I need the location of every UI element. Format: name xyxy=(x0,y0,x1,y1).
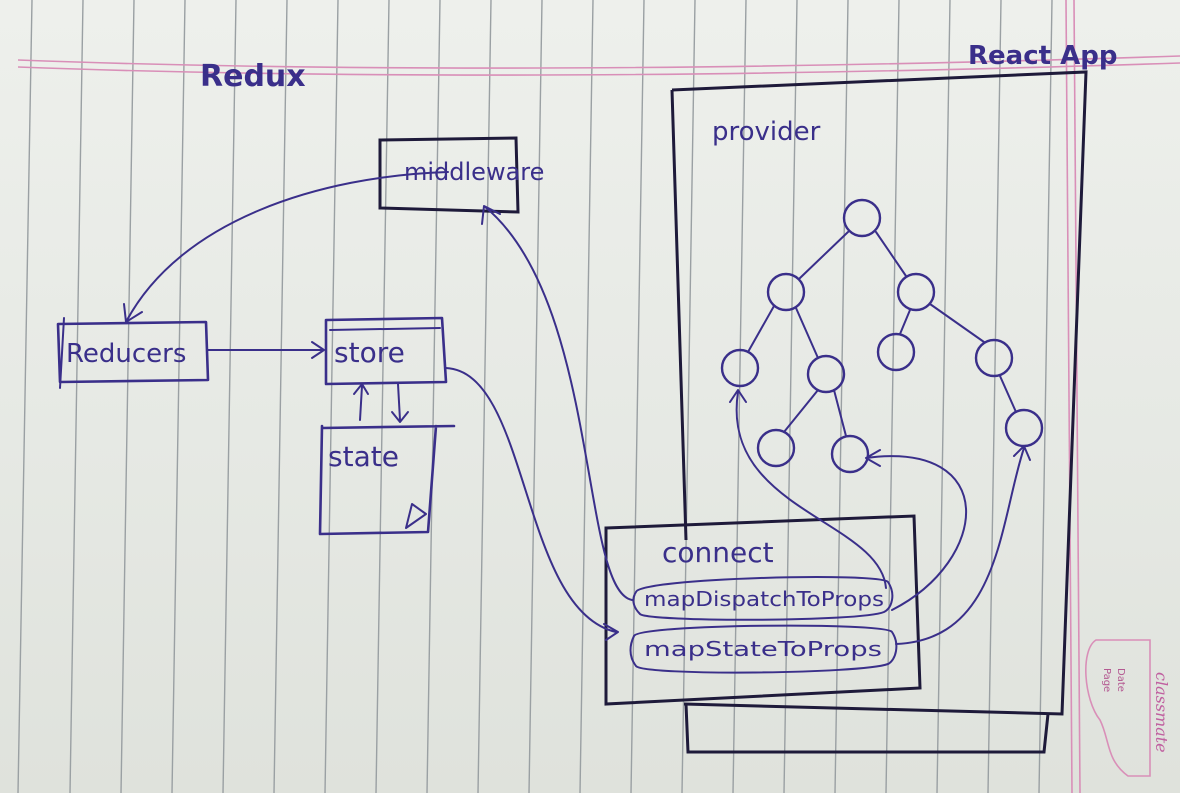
reducers-label: Reducers xyxy=(66,339,186,369)
provider-box xyxy=(670,89,1050,754)
store-label: store xyxy=(334,336,405,369)
map-state-node: mapStateToProps xyxy=(629,624,898,674)
ruled-lines xyxy=(17,0,1053,793)
middleware-to-reducers-arrow xyxy=(123,171,449,323)
tree-node-lr-right xyxy=(830,434,870,474)
store-node: store xyxy=(324,316,448,386)
tree-node-left-left xyxy=(720,348,760,388)
tree-node-lr-left xyxy=(756,428,796,468)
page-label: Page xyxy=(1101,668,1112,692)
tree-node-left xyxy=(766,272,806,312)
react-app-title: React App xyxy=(968,41,1117,71)
tree-node-right-right xyxy=(974,338,1014,378)
margin-lines xyxy=(17,0,1180,793)
reducers-to-store-arrow xyxy=(207,341,325,359)
store-state-arrows xyxy=(353,383,409,423)
date-label: Date xyxy=(1115,668,1126,692)
redux-title: Redux xyxy=(200,59,306,94)
brand-text: classmate xyxy=(1152,672,1171,753)
store-to-mapstate-arrow xyxy=(445,367,619,641)
map-dispatch-label: mapDispatchToProps xyxy=(644,587,884,611)
state-node: state xyxy=(318,424,456,536)
connect-node: connect xyxy=(604,514,922,706)
react-app-box xyxy=(671,70,1088,716)
notebook-brand-mark: classmate Date Page xyxy=(1085,639,1171,777)
connect-to-tree-arrows xyxy=(729,389,1031,645)
tree-node-right-left xyxy=(876,332,916,372)
tree-node-left-right xyxy=(806,354,846,394)
tree-node-rr-child xyxy=(1004,408,1044,448)
state-label: state xyxy=(328,440,399,473)
middleware-label: middleware xyxy=(404,158,544,186)
reducers-node: Reducers xyxy=(56,317,210,389)
map-dispatch-node: mapDispatchToProps xyxy=(632,576,894,621)
provider-label: provider xyxy=(712,117,821,147)
mapdispatch-to-middleware-arrow xyxy=(481,205,633,601)
component-tree xyxy=(720,198,1044,474)
connect-label: connect xyxy=(662,536,774,569)
tree-node-right xyxy=(896,272,936,312)
tree-node-root xyxy=(842,198,882,238)
map-state-label: mapStateToProps xyxy=(644,637,882,661)
